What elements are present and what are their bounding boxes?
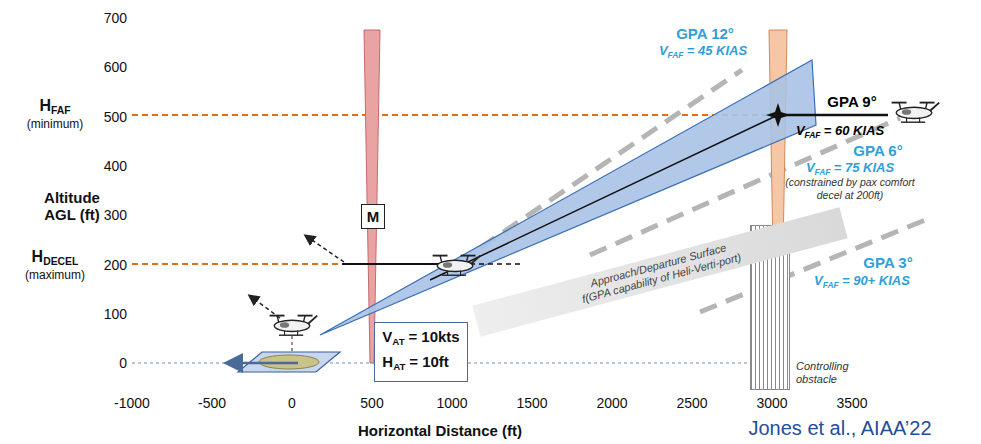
condition-box: VAT= 10ktsHAT= 10ft xyxy=(374,322,467,382)
label-text: 100 xyxy=(104,306,127,322)
label-text: Altitude xyxy=(44,189,100,206)
label-text: V xyxy=(806,160,815,175)
label-text: AGL (ft) xyxy=(44,206,100,223)
label-text: H xyxy=(382,353,393,370)
label-text: 700 xyxy=(104,10,127,26)
subscript: FAF xyxy=(51,106,71,117)
label-text: 0 xyxy=(288,395,296,411)
text-label: (constrained by pax comfort decel at 200… xyxy=(780,176,920,202)
obstacle-label: Controlling obstacle xyxy=(796,360,858,386)
text-label: Jones et al., AIAA’22 xyxy=(748,417,931,440)
text-label: GPA 6° xyxy=(853,142,902,159)
text-label: 2000 xyxy=(596,395,627,411)
text-label: HFAF xyxy=(39,97,70,116)
label-text: GPA 6° xyxy=(853,142,902,159)
label-text: 0 xyxy=(119,355,127,371)
subscript: AT xyxy=(392,336,404,347)
marker-box: M xyxy=(361,204,386,229)
label-text: = 10ft xyxy=(409,353,449,370)
subscript: FAF xyxy=(815,166,831,176)
text-label: 0 xyxy=(288,395,296,411)
text-label: (minimum) xyxy=(27,117,84,131)
label-text: 3500 xyxy=(836,395,867,411)
text-label: 300 xyxy=(104,207,127,223)
label-text: V xyxy=(814,273,823,288)
text-label: -1000 xyxy=(114,395,150,411)
label-text: 500 xyxy=(360,395,383,411)
text-line: HAT = 10ft xyxy=(382,352,459,377)
subscript: DECEL xyxy=(43,257,78,268)
text-label: GPA 12° xyxy=(676,25,734,42)
text-label: 200 xyxy=(104,257,127,273)
label-text: Jones et al., AIAA’22 xyxy=(748,417,931,439)
label-text: GPA 12° xyxy=(676,25,734,42)
text-label: AGL (ft) xyxy=(44,206,100,223)
label-text: = 10kts xyxy=(408,328,459,345)
text-label: Altitude xyxy=(44,189,100,206)
label-text: -500 xyxy=(198,395,226,411)
label-text: (constrained by pax comfort decel at 200… xyxy=(785,176,915,201)
label-text: = 90+ KIAS xyxy=(842,273,910,288)
label-text: Horizontal Distance (ft) xyxy=(358,422,522,439)
label-text: V xyxy=(382,328,392,345)
text-label: 100 xyxy=(104,306,127,322)
label-text: H xyxy=(39,97,51,114)
text-label: HDECEL xyxy=(32,248,79,267)
label-text: GPA 9° xyxy=(827,93,876,110)
text-label: VFAF= 45 KIAS xyxy=(659,43,747,60)
text-label: 1000 xyxy=(436,395,467,411)
label-text: 400 xyxy=(104,158,127,174)
label-text: V xyxy=(659,43,668,58)
label-text: V xyxy=(796,123,805,138)
text-label: 3500 xyxy=(836,395,867,411)
text-label: VFAF= 75 KIAS xyxy=(806,160,894,177)
label-text: GPA 3° xyxy=(863,254,912,271)
label-text: 500 xyxy=(104,109,127,125)
subscript: FAF xyxy=(823,279,839,289)
text-label: 1500 xyxy=(516,395,547,411)
label-text: 1000 xyxy=(436,395,467,411)
label-text: -1000 xyxy=(114,395,150,411)
text-label: VFAF= 90+ KIAS xyxy=(814,273,910,290)
label-text: 3000 xyxy=(756,395,787,411)
subscript: AT xyxy=(393,361,405,372)
label-text: 1500 xyxy=(516,395,547,411)
text-label: 400 xyxy=(104,158,127,174)
label-text: 2500 xyxy=(676,395,707,411)
text-line: VAT = 10kts xyxy=(382,327,459,352)
text-line: M xyxy=(367,208,380,225)
label-text: 2000 xyxy=(596,395,627,411)
label-text: = 75 KIAS xyxy=(834,160,894,175)
text-label: 0 xyxy=(119,355,127,371)
label-text: (minimum) xyxy=(27,117,84,131)
text-label: -500 xyxy=(198,395,226,411)
text-label: GPA 9° xyxy=(827,93,876,110)
text-label: 500 xyxy=(104,109,127,125)
text-label: (maximum) xyxy=(25,268,85,282)
text-label: 500 xyxy=(360,395,383,411)
text-label: 600 xyxy=(104,59,127,75)
subscript: FAF xyxy=(668,49,684,59)
text-label: VFAF= 60 KIAS xyxy=(796,123,884,140)
label-text: H xyxy=(32,248,44,265)
text-label: Horizontal Distance (ft) xyxy=(358,422,522,439)
text-label: 3000 xyxy=(756,395,787,411)
label-text: 600 xyxy=(104,59,127,75)
label-text: 200 xyxy=(104,257,127,273)
text-label: 700 xyxy=(104,10,127,26)
label-text: = 60 KIAS xyxy=(824,123,884,138)
label-text: 300 xyxy=(104,207,127,223)
text-label: 2500 xyxy=(676,395,707,411)
label-text: M xyxy=(367,208,380,225)
label-text: (maximum) xyxy=(25,268,85,282)
text-label: GPA 3° xyxy=(863,254,912,271)
subscript: FAF xyxy=(805,129,821,139)
label-text: = 45 KIAS xyxy=(687,43,747,58)
